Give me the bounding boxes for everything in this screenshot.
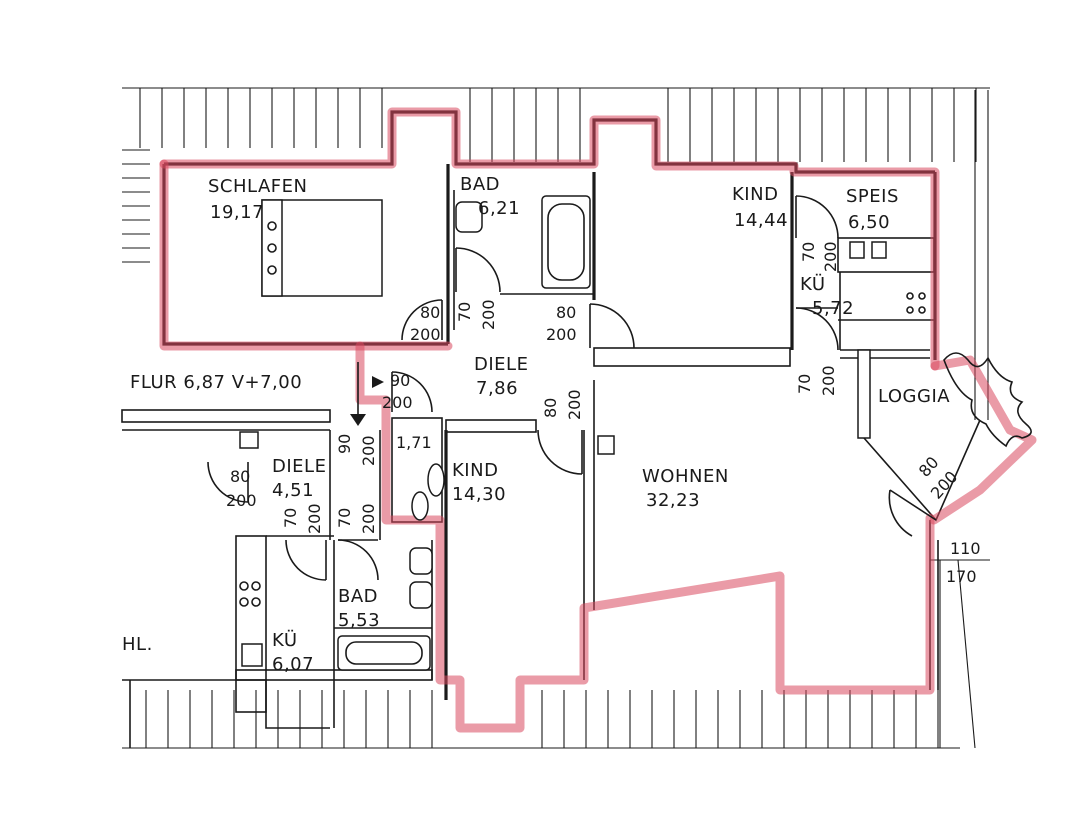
dim-90: 90 bbox=[335, 434, 354, 454]
highlight-flur-drop bbox=[355, 341, 935, 733]
diele-left-name: DIELE bbox=[272, 456, 326, 477]
kueche-right-name: KÜ bbox=[800, 273, 826, 295]
dim-200: 200 bbox=[359, 503, 378, 534]
dim-200: 200 bbox=[382, 393, 413, 412]
dim-200: 200 bbox=[226, 491, 257, 510]
kind-top-name: KIND bbox=[732, 184, 778, 205]
dim-200: 200 bbox=[479, 299, 498, 330]
schlafen-name: SCHLAFEN bbox=[208, 176, 307, 197]
dim-200: 200 bbox=[821, 241, 840, 272]
kueche-left-area: 6,07 bbox=[272, 654, 314, 675]
dim-200: 200 bbox=[359, 435, 378, 466]
schlafen-area: 19,17 bbox=[210, 202, 264, 223]
dim-70: 70 bbox=[281, 508, 300, 528]
bad-top-name: BAD bbox=[460, 174, 500, 195]
diele-main-name: DIELE bbox=[474, 354, 528, 375]
highlight-loggia-rail bbox=[929, 355, 1037, 525]
kueche-right-area: 5,72 bbox=[812, 298, 854, 319]
fixtures bbox=[239, 195, 926, 671]
kind-top-area: 14,44 bbox=[734, 210, 788, 231]
dim-80: 80 bbox=[556, 303, 576, 322]
entry-arrow bbox=[350, 362, 384, 426]
wohnen-name: WOHNEN bbox=[642, 466, 729, 487]
door-dimensions: 80 200 70 200 80 200 70 200 70 200 90 20… bbox=[226, 241, 981, 586]
exterior-hatching bbox=[122, 87, 990, 749]
dim-170: 170 bbox=[946, 567, 977, 586]
dim-90: 90 bbox=[390, 371, 410, 390]
loggia-plant bbox=[943, 352, 1032, 448]
diele-main-area: 7,86 bbox=[476, 378, 518, 399]
dim-200: 200 bbox=[819, 365, 838, 396]
bad-bottom-name: BAD bbox=[338, 586, 378, 607]
dim-110: 110 bbox=[950, 539, 981, 558]
dim-80: 80 bbox=[541, 398, 560, 418]
bad-top-area: 6,21 bbox=[478, 198, 520, 219]
hl-label: HL. bbox=[122, 634, 153, 655]
kind-bottom-name: KIND bbox=[452, 460, 498, 481]
dim-70: 70 bbox=[799, 242, 818, 262]
dim-200: 200 bbox=[305, 503, 324, 534]
bathtub-top bbox=[541, 195, 591, 289]
dim-200: 200 bbox=[546, 325, 577, 344]
door-swings bbox=[207, 195, 937, 581]
wohnen-area: 32,23 bbox=[646, 490, 700, 511]
dim-200: 200 bbox=[410, 325, 441, 344]
speis-area: 6,50 bbox=[848, 212, 890, 233]
wc-area: 1,71 bbox=[396, 433, 432, 452]
flur-label: FLUR 6,87 V+7,00 bbox=[130, 372, 302, 393]
sink-top bbox=[455, 201, 483, 233]
kind-bottom-area: 14,30 bbox=[452, 484, 506, 505]
bathtub-bottom bbox=[337, 635, 431, 671]
dim-200: 200 bbox=[565, 389, 584, 420]
dim-80: 80 bbox=[420, 303, 440, 322]
dim-70: 70 bbox=[795, 374, 814, 394]
bad-bottom-area: 5,53 bbox=[338, 610, 380, 631]
toilet bbox=[427, 463, 445, 497]
speis-name: SPEIS bbox=[846, 186, 899, 207]
highlight-schlafen bbox=[159, 159, 453, 351]
diele-left-area: 4,51 bbox=[272, 480, 314, 501]
dim-70: 70 bbox=[455, 302, 474, 322]
dim-70: 70 bbox=[335, 508, 354, 528]
kueche-left-name: KÜ bbox=[272, 629, 298, 651]
dim-80: 80 bbox=[230, 467, 250, 486]
highlight-top-section bbox=[159, 107, 940, 371]
room-labels: SCHLAFEN 19,17 BAD 6,21 KIND 14,44 SPEIS… bbox=[122, 174, 950, 675]
loggia-name: LOGGIA bbox=[878, 386, 950, 407]
